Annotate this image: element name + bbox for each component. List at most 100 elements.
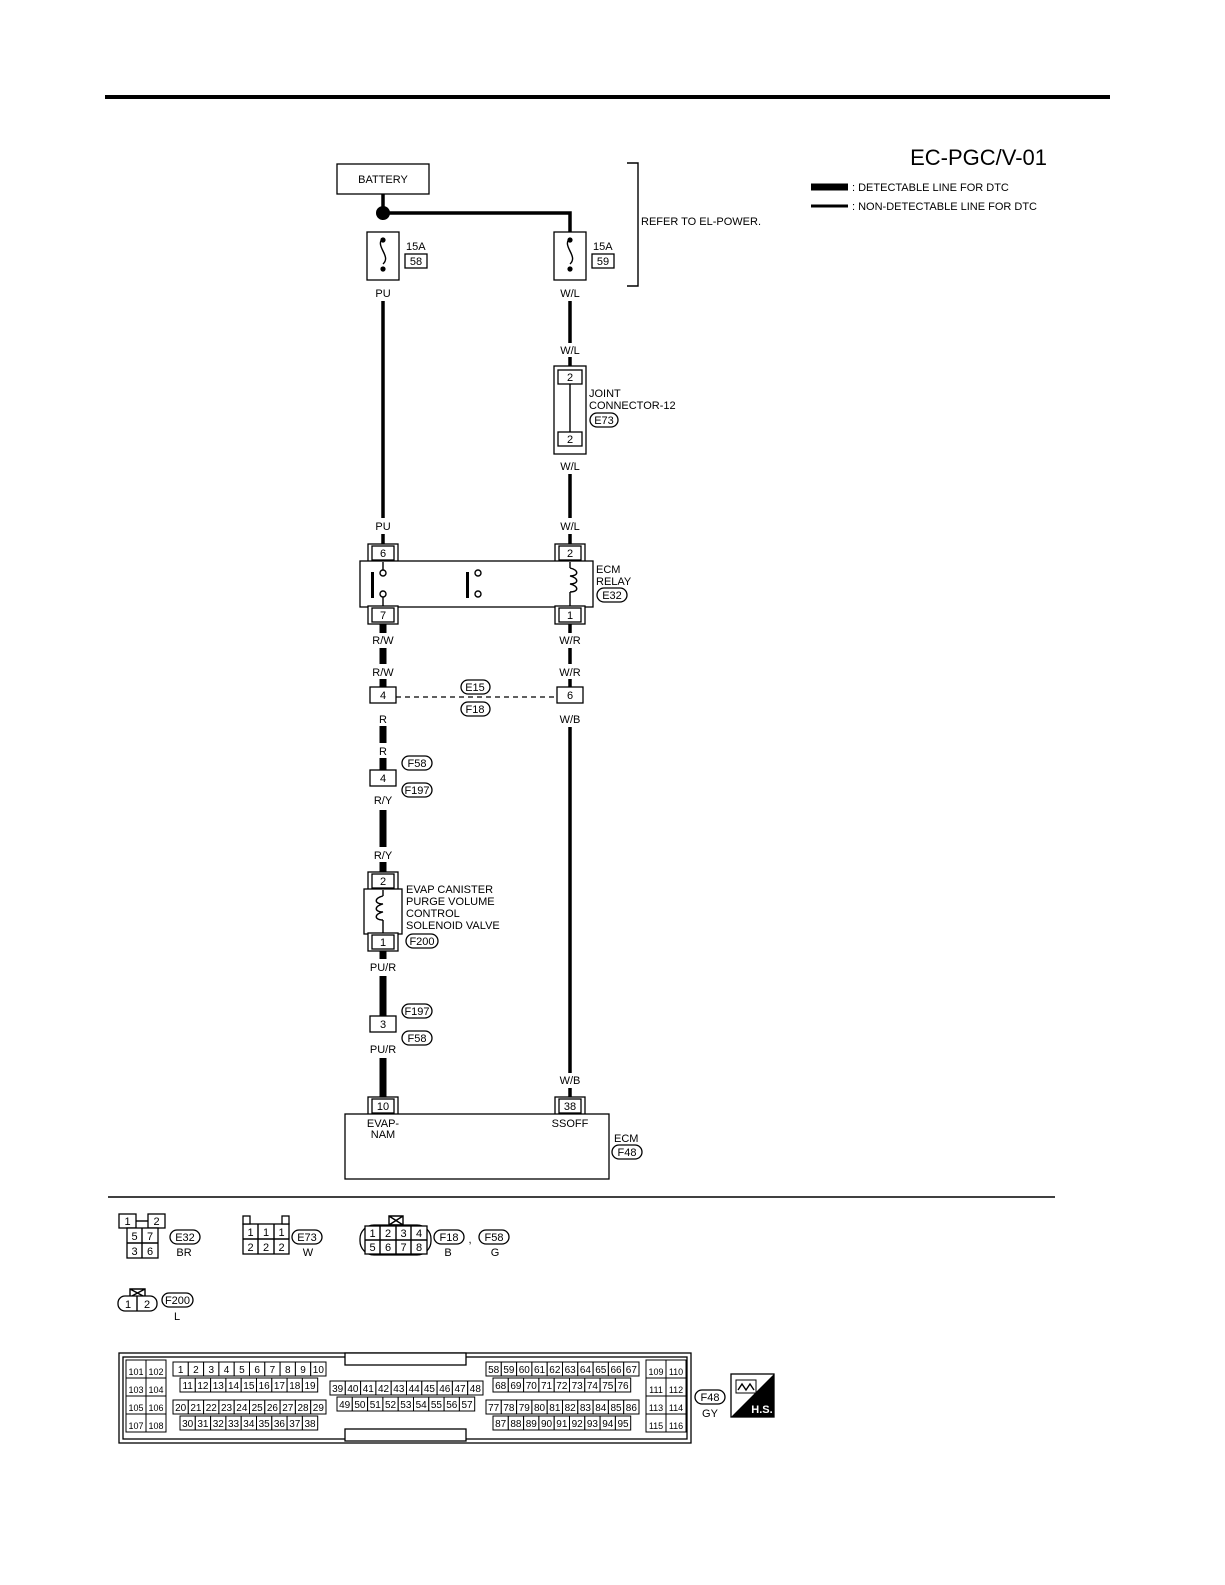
wire-label: R/Y: [374, 850, 393, 862]
ecm-pin-label: 95: [617, 1419, 629, 1430]
connector-view-f18-f58: 1 2 3 4 5 6 7 8 F18 B , F58 G: [359, 1215, 510, 1259]
battery-label: BATTERY: [358, 174, 408, 186]
svg-text:1: 1: [247, 1227, 253, 1239]
connector-icon: [735, 1379, 757, 1394]
svg-text:4: 4: [416, 1228, 422, 1240]
svg-text:38: 38: [564, 1101, 576, 1113]
ecm-pin-label: 86: [626, 1403, 638, 1414]
ecm-pin-cell: [301, 1415, 319, 1431]
wire-label: W/L: [560, 345, 580, 357]
f48-connector-id: F48: [701, 1392, 720, 1404]
ecm-pin-label: 68: [495, 1381, 507, 1392]
wire-label: W/L: [560, 521, 580, 533]
ecm-pin-label: 60: [519, 1365, 531, 1376]
svg-text:F197: F197: [404, 1006, 429, 1018]
svg-text:L: L: [174, 1311, 180, 1323]
connector-f58-f197-upper: 4 F58 F197: [369, 755, 433, 798]
svg-text:CONTROL: CONTROL: [406, 908, 460, 920]
ecm-pin-label: 64: [580, 1365, 592, 1376]
ecm-pin-label: 53: [400, 1400, 412, 1411]
ecm-pin-cell: [310, 1399, 327, 1415]
fuse-58: 15A 58: [366, 231, 428, 281]
svg-text:W: W: [303, 1247, 314, 1259]
ecm-pin-label: 21: [190, 1403, 202, 1414]
ecm-pin-label: 19: [304, 1381, 316, 1392]
ecm-pin-label: 82: [565, 1403, 577, 1414]
svg-text:2: 2: [278, 1242, 284, 1254]
ecm-pin-label: 111: [649, 1385, 663, 1395]
ecm-pin-label: 107: [128, 1421, 143, 1431]
ecm-pin-label: 29: [313, 1403, 325, 1414]
ecm-pin-label: 31: [197, 1419, 209, 1430]
ecm-pin-label: 26: [267, 1403, 279, 1414]
ecm-pin-label: 76: [617, 1381, 629, 1392]
ecm-pin-cell: [301, 1377, 319, 1393]
svg-text:1: 1: [263, 1227, 269, 1239]
ecm-pin-label: 14: [228, 1381, 240, 1392]
ecm-pin-label: 115: [649, 1421, 663, 1431]
ecm-pin-cell: [623, 1399, 640, 1415]
svg-text:G: G: [491, 1247, 500, 1259]
svg-text:1: 1: [125, 1299, 131, 1311]
ecm-pin-label: 63: [565, 1365, 577, 1376]
ecm-pin-label: 17: [274, 1381, 286, 1392]
svg-text:PURGE VOLUME: PURGE VOLUME: [406, 896, 495, 908]
svg-text:B: B: [444, 1247, 451, 1259]
evap-purge-solenoid-valve: 2 1 EVAP CANISTER PURGE VOLUME CONTROL S…: [363, 871, 500, 952]
ecm-pin-label: 66: [610, 1365, 622, 1376]
ecm-pin-label: 15: [243, 1381, 255, 1392]
ecm-pin-label: 50: [354, 1400, 366, 1411]
ecm-pin-label: 24: [236, 1403, 248, 1414]
ecm-pin-label: 23: [221, 1403, 233, 1414]
ecm-pin-label: 91: [556, 1419, 568, 1430]
ecm-pin-label: 92: [572, 1419, 584, 1430]
ecm-pin-label: 79: [519, 1403, 531, 1414]
ecm-pin-label: 58: [488, 1365, 500, 1376]
svg-text:F200: F200: [165, 1295, 190, 1307]
ecm-pin-label: 2: [193, 1365, 199, 1376]
wire-label: W/B: [560, 714, 581, 726]
refer-label: REFER TO EL-POWER.: [641, 216, 761, 228]
ecm-pin-label: 5: [239, 1365, 245, 1376]
ecm-pin-cell: [623, 1361, 640, 1377]
ecm-pin-label: 28: [297, 1403, 309, 1414]
ecm-pin-label: 109: [648, 1367, 663, 1377]
ecm-pin-label: 112: [669, 1385, 683, 1395]
svg-text:3: 3: [380, 1019, 386, 1031]
connector-view-e32: 1 2 5 7 3 6 E32 BR: [118, 1213, 201, 1259]
svg-text:1: 1: [278, 1227, 284, 1239]
ecm-pin-label: 8: [285, 1365, 291, 1376]
ecm-pin-label: 22: [206, 1403, 218, 1414]
svg-text:2: 2: [567, 548, 573, 560]
ecm-pin-label: 20: [175, 1403, 187, 1414]
ecm-pin-label: 49: [339, 1400, 351, 1411]
wire-label: W/L: [560, 288, 580, 300]
ecm-pin-label: 77: [488, 1403, 500, 1414]
diagram-title: EC-PGC/V-01: [910, 145, 1047, 170]
svg-text:15A: 15A: [406, 241, 426, 253]
ecm-pin-label: 12: [197, 1381, 209, 1392]
wire-label: R/W: [372, 635, 394, 647]
svg-text:EVAP CANISTER: EVAP CANISTER: [406, 884, 493, 896]
ecm-pin-label: 3: [208, 1365, 214, 1376]
ecm-pin-label: 94: [602, 1419, 614, 1430]
wire-label: PU/R: [370, 1044, 396, 1056]
svg-text:58: 58: [410, 256, 422, 268]
ecm-pin-label: 38: [304, 1419, 316, 1430]
ecm-pin-label: 52: [385, 1400, 397, 1411]
ecm-pin-cell: [458, 1396, 476, 1412]
connector-f197-f58-lower: 3 F197 F58: [369, 1003, 433, 1046]
svg-text:F18: F18: [466, 704, 485, 716]
svg-text:,: ,: [468, 1234, 471, 1246]
ecm-pin-label: 16: [259, 1381, 271, 1392]
svg-text:1: 1: [124, 1216, 130, 1228]
ecm-pin-label: 113: [649, 1403, 663, 1413]
ecm-pin-label: 46: [439, 1384, 451, 1395]
svg-text:5: 5: [131, 1231, 137, 1243]
ecm-unit: 10 38 EVAP- NAM SSOFF ECM F48: [344, 1096, 643, 1180]
svg-text:EVAP-: EVAP-: [367, 1118, 400, 1130]
ecm-pin-label: 73: [572, 1381, 584, 1392]
svg-text:F197: F197: [404, 785, 429, 797]
ecm-pin-label: 103: [128, 1385, 143, 1395]
